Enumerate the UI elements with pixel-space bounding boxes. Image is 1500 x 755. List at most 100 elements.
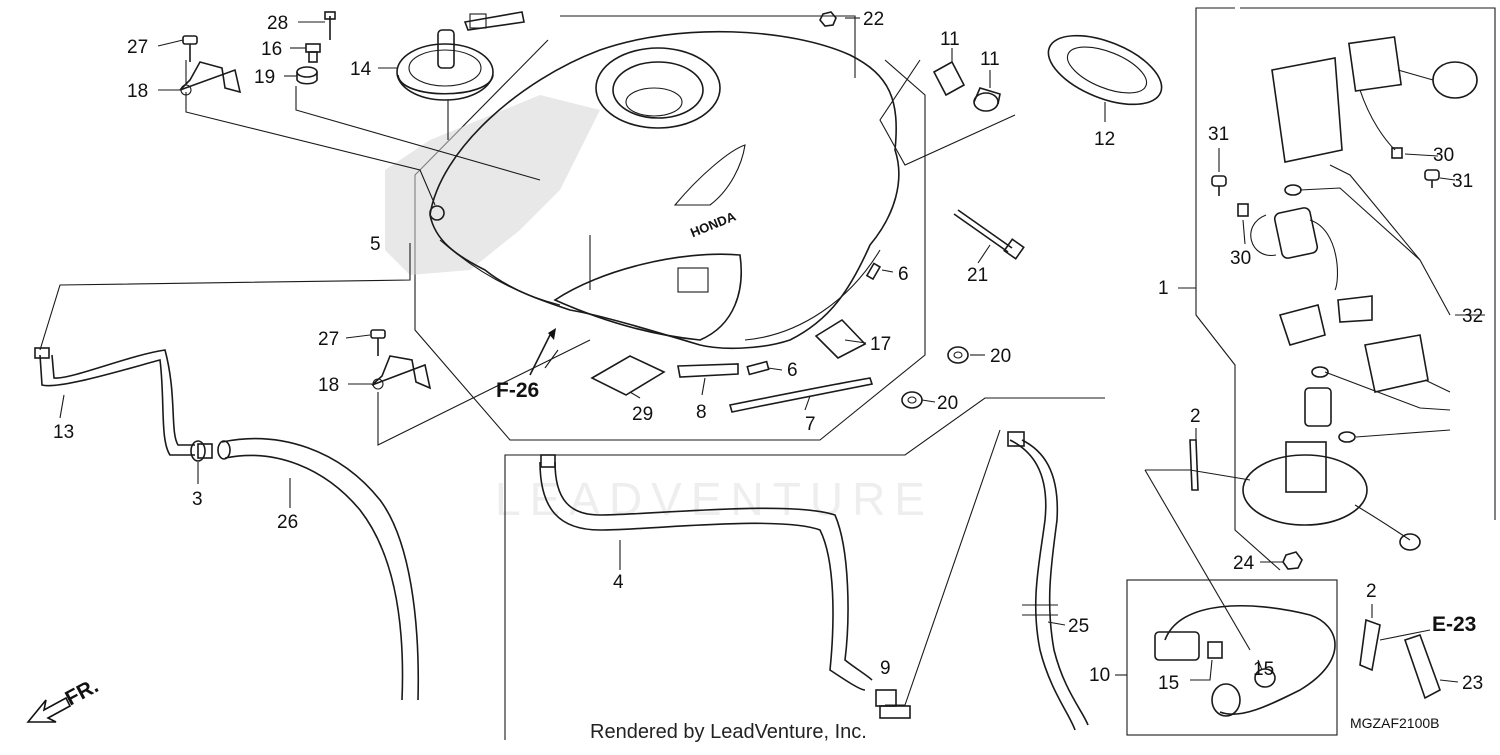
fitting-part-9	[875, 689, 911, 719]
o-ring-a	[1311, 366, 1329, 378]
callout-26: 26	[277, 512, 298, 533]
callout-15-right: 15	[1253, 659, 1274, 680]
grommet-part-20-a	[947, 346, 969, 364]
grommet-part-11-b	[973, 87, 1001, 112]
pump-holder	[1364, 334, 1429, 393]
fuel-tank: HONDA	[385, 30, 900, 350]
callout-15-left: 15	[1158, 673, 1179, 694]
leader-lines	[39, 17, 1485, 706]
bracket-part-18-lower	[371, 355, 432, 390]
callout-6-lower: 6	[787, 360, 798, 381]
honda-wing-emblem	[673, 144, 746, 206]
grommet-part-20-b	[901, 391, 923, 409]
hose-part-25-break	[1022, 604, 1058, 616]
callout-16: 16	[261, 39, 282, 60]
callout-23: 23	[1462, 673, 1483, 694]
pump-clip	[1337, 295, 1373, 323]
callout-29: 29	[632, 404, 653, 425]
diagram-code: MGZAF2100B	[1350, 715, 1439, 731]
tank-shading	[385, 95, 600, 275]
nut-part-24	[1282, 551, 1303, 570]
callout-30-left: 30	[1230, 248, 1251, 269]
callout-4: 4	[613, 572, 624, 593]
hose-part-26-edge	[224, 454, 404, 701]
part-10-box	[1126, 579, 1338, 736]
fuel-level-float	[1432, 61, 1478, 99]
bolt-part-27-top	[182, 35, 198, 62]
sensor-wire	[1359, 89, 1396, 151]
fuel-pipe-joint	[1211, 683, 1241, 717]
connector-part-23	[1403, 633, 1441, 700]
reference-f26-arrow	[529, 334, 551, 376]
tank-flange-left	[439, 239, 561, 306]
fuel-pump-filter-housing	[1271, 57, 1343, 163]
bolt-part-28	[324, 11, 336, 40]
o-ring-b	[1338, 431, 1356, 443]
float-arm	[1397, 69, 1434, 81]
callout-25: 25	[1068, 616, 1089, 637]
honda-brand-text: HONDA	[688, 208, 738, 240]
fuel-pump-group-outline-right	[1240, 7, 1496, 520]
callout-11-left: 11	[940, 29, 960, 50]
cushion-part-6-a	[865, 262, 882, 281]
screw-part-31-b	[1424, 169, 1440, 188]
callout-7: 7	[805, 414, 816, 435]
callout-28: 28	[267, 13, 288, 34]
fuel-pump-assembly	[1242, 36, 1478, 551]
hose-part-4-edge	[554, 461, 873, 681]
hose-part-13-edge	[51, 349, 195, 446]
hose-part-25-edge	[1021, 439, 1089, 726]
tank-filler-neck	[625, 87, 683, 117]
callout-3: 3	[192, 489, 203, 510]
callout-5: 5	[370, 234, 381, 255]
callout-31-left: 31	[1208, 124, 1229, 145]
clip-part-2-b	[1359, 618, 1381, 672]
collar-part-16	[305, 43, 321, 63]
callout-18-lower: 18	[318, 375, 339, 396]
cushion-part-6-b	[746, 360, 770, 376]
screw-part-31-a	[1211, 175, 1227, 196]
tank-flange-right	[744, 249, 881, 341]
callout-6-right: 6	[898, 264, 909, 285]
callout-30-right: 30	[1433, 145, 1454, 166]
hose-part-26	[221, 437, 420, 701]
callout-19: 19	[254, 67, 275, 88]
bolt-part-21	[953, 209, 1025, 260]
o-ring-c	[1284, 184, 1302, 196]
reference-e23: E-23	[1432, 613, 1476, 636]
hose-part-4	[539, 461, 866, 691]
clip-part-2-a	[1189, 439, 1199, 491]
trim-strip-part-7	[728, 377, 874, 413]
callout-8: 8	[696, 402, 707, 423]
reference-f26-arrowhead	[548, 328, 556, 340]
tank-body-outline	[429, 30, 900, 350]
fuel-pipe-part-10	[1164, 605, 1336, 716]
callout-27-top: 27	[127, 37, 148, 58]
fuel-pump-group-outline	[1195, 7, 1281, 571]
clip-part-15-b	[1254, 668, 1276, 688]
tank-filler-ring-outer	[595, 47, 721, 129]
rendered-by-credit: Rendered by LeadVenture, Inc.	[590, 721, 867, 743]
clip-part-30-a	[1391, 147, 1403, 159]
callout-20-lower: 20	[937, 393, 958, 414]
nut-part-22	[819, 11, 837, 27]
callout-2-upper: 2	[1190, 406, 1201, 427]
callout-24: 24	[1233, 553, 1255, 574]
hose-part-13	[39, 354, 195, 456]
pump-regulator	[1278, 304, 1326, 346]
hose-part-25-connector	[1007, 431, 1025, 447]
pump-connector	[1399, 533, 1421, 551]
tank-mount-hole	[429, 205, 445, 221]
callout-14: 14	[350, 59, 372, 80]
callout-20-upper: 20	[990, 346, 1011, 367]
callout-10: 10	[1089, 665, 1110, 686]
fuel-pipe-connector	[1154, 631, 1200, 661]
hose-part-26-end	[217, 440, 231, 460]
lower-section-outline	[504, 397, 1105, 740]
callout-27-lower: 27	[318, 329, 339, 350]
pump-connector-wire	[1354, 504, 1411, 541]
fitting-part-3	[190, 440, 213, 462]
reference-f26: F-26	[496, 379, 539, 402]
